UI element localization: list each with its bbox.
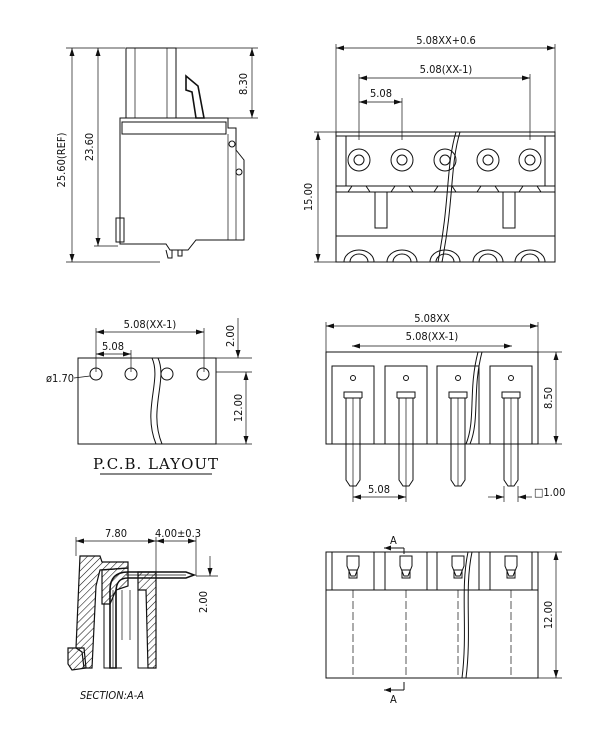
pcb-top-offset: 2.00 xyxy=(224,325,237,347)
side-overall-height: 25.60(REF) xyxy=(55,132,68,187)
bottom-view: 5.08XX 5.08(XX-1) 8.50 xyxy=(325,312,565,502)
pcb-span: 5.08(XX-1) xyxy=(124,318,177,331)
rear-view: 12.00 A A xyxy=(325,534,562,706)
pcb-pitch: 5.08 xyxy=(102,340,124,353)
side-top-height: 8.30 xyxy=(237,73,250,95)
pcb-caption: P.C.B. LAYOUT xyxy=(93,455,219,473)
section-mark-top: A xyxy=(390,534,397,547)
section-mark-bottom: A xyxy=(390,693,397,706)
side-body-height: 23.60 xyxy=(83,133,96,161)
front-span: 5.08(XX-1) xyxy=(420,63,473,76)
side-view: 25.60(REF) 23.60 8.30 xyxy=(55,47,258,263)
front-pitch: 5.08 xyxy=(370,87,392,100)
bottom-pin-size: □1.00 xyxy=(534,486,565,499)
section-caption: SECTION:A-A xyxy=(80,689,144,702)
section-pin-length: 4.00±0.3 xyxy=(155,527,201,540)
bottom-height: 8.50 xyxy=(542,387,555,409)
front-height: 15.00 xyxy=(302,183,315,211)
rear-height: 12.00 xyxy=(542,601,555,629)
front-view: 5.08XX+0.6 5.08(XX-1) 5.08 15.00 xyxy=(302,34,556,263)
section-width: 7.80 xyxy=(105,527,127,540)
section-pin-height: 2.00 xyxy=(197,591,210,613)
pcb-layout: 5.08(XX-1) 5.08 2.00 12.00 ø1.70 P.C.B. … xyxy=(46,318,252,475)
pcb-depth: 12.00 xyxy=(232,394,245,422)
pcb-hole-3 xyxy=(160,367,174,381)
bottom-width: 5.08XX xyxy=(414,312,450,325)
pcb-hole-4 xyxy=(196,367,210,381)
bottom-span: 5.08(XX-1) xyxy=(406,330,459,343)
pcb-hole-1 xyxy=(89,367,103,381)
wire-entries xyxy=(343,249,546,263)
pcb-hole-2 xyxy=(124,367,138,381)
bottom-pins xyxy=(343,391,521,487)
front-overall-width: 5.08XX+0.6 xyxy=(416,34,476,47)
pcb-hole-diameter: ø1.70 xyxy=(46,372,74,385)
rear-contacts xyxy=(346,555,518,579)
bottom-pitch: 5.08 xyxy=(368,483,390,496)
section-view: 7.80 4.00±0.3 2.00 SECTION:A-A xyxy=(67,527,218,702)
screw-terminals xyxy=(347,148,542,172)
